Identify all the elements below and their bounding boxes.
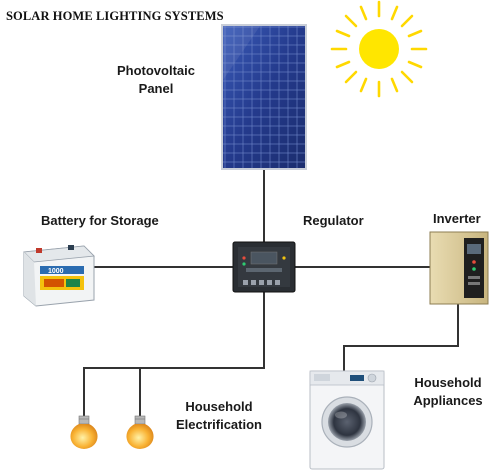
label-photovoltaic-line1: Photovoltaic bbox=[116, 63, 195, 78]
label-regulator: Regulator bbox=[303, 213, 364, 228]
label-electrification-line1: Household bbox=[185, 399, 253, 414]
wire-regulator-lights bbox=[83, 290, 265, 418]
label-appliances-line1: Household bbox=[414, 375, 482, 390]
light-bulb-icon-right bbox=[126, 415, 154, 449]
label-inverter: Inverter bbox=[433, 211, 481, 226]
light-bulb-icon-left bbox=[70, 415, 98, 449]
battery-case-text: 1000 bbox=[48, 268, 64, 275]
label-household-appliances: Household Appliances bbox=[408, 374, 488, 410]
wiring bbox=[83, 170, 459, 418]
label-household-electrification: Household Electrification bbox=[173, 398, 265, 434]
inverter-icon bbox=[429, 231, 489, 305]
washing-machine-icon bbox=[309, 370, 385, 470]
label-battery: Battery for Storage bbox=[41, 213, 159, 228]
label-electrification-line2: Electrification bbox=[176, 417, 262, 432]
regulator-icon bbox=[232, 241, 296, 293]
label-photovoltaic-panel: Photovoltaic Panel bbox=[116, 62, 196, 98]
battery-icon: 1000 bbox=[23, 245, 95, 307]
label-appliances-line2: Appliances bbox=[413, 393, 483, 408]
wire-inverter-appliances bbox=[343, 303, 459, 372]
sun-icon bbox=[330, 0, 428, 98]
photovoltaic-panel-icon bbox=[221, 24, 307, 170]
diagram-title: SOLAR HOME LIGHTING SYSTEMS bbox=[6, 9, 224, 23]
label-photovoltaic-line2: Panel bbox=[138, 81, 174, 96]
